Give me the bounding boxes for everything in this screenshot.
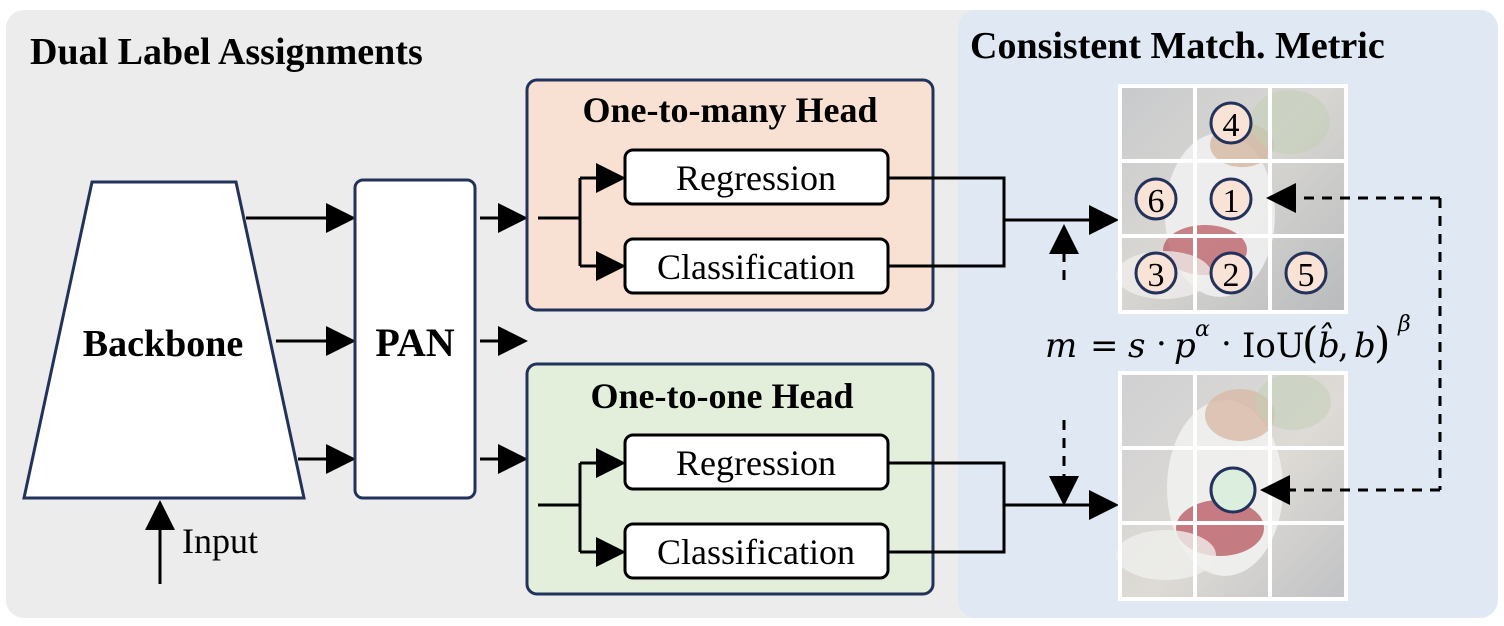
one-to-one-head-title: One-to-one Head — [591, 376, 854, 416]
pan-block — [353, 178, 477, 500]
backbone-block — [22, 180, 306, 500]
formula-left-paren: ( — [1302, 318, 1318, 367]
grid-marker-5-label: 5 — [1298, 257, 1315, 294]
one-to-one-output-connector — [888, 461, 1006, 554]
grid-marker-4-circle — [1209, 101, 1253, 145]
formula-dot-1: · — [1156, 324, 1167, 364]
one-to-one-classification-label: Classification — [657, 532, 855, 572]
grid-marker-1-circle — [1209, 177, 1253, 221]
formula-m: m — [1045, 326, 1077, 366]
bottom-assignment-image — [1116, 371, 1348, 601]
grid-marker-3-label: 3 — [1148, 257, 1165, 294]
grid-marker-6-circle — [1134, 177, 1178, 221]
formula-beta: β — [1397, 312, 1411, 337]
selected-match-marker — [1209, 466, 1257, 514]
grid-marker-2-circle — [1209, 251, 1253, 295]
one-to-many-classification-label: Classification — [657, 247, 855, 287]
one-to-many-regression-label: Regression — [676, 158, 836, 198]
formula-alpha: α — [1195, 317, 1210, 342]
right-panel-title: Consistent Match. Metric — [970, 25, 1385, 67]
top-grid-markers: 4 6 1 3 2 5 — [1134, 101, 1328, 295]
formula-p: p — [1174, 326, 1196, 366]
one-to-many-output-connector — [888, 176, 1006, 268]
grid-marker-6-label: 6 — [1148, 183, 1165, 220]
formula-iou: IoU — [1242, 326, 1305, 366]
pan-label: PAN — [375, 320, 454, 365]
input-label: Input — [182, 521, 258, 561]
backbone-label: Backbone — [83, 323, 243, 365]
one-to-many-head-title: One-to-many Head — [583, 90, 878, 130]
formula-equals: = — [1090, 326, 1119, 366]
formula-b: b — [1354, 326, 1376, 366]
grid-marker-5-circle — [1284, 251, 1328, 295]
formula-s: s — [1128, 326, 1145, 366]
grid-marker-1-label: 1 — [1223, 183, 1240, 220]
formula-comma: , — [1338, 326, 1349, 366]
grid-marker-4-label: 4 — [1223, 107, 1240, 144]
one-to-one-regression-label: Regression — [676, 443, 836, 483]
formula-bhat: b̂ — [1318, 323, 1340, 366]
formula-right-paren: ) — [1374, 318, 1390, 367]
grid-marker-2-label: 2 — [1223, 257, 1240, 294]
consistent-match-formula: m = s · p α · IoU ( b̂ , b ) β — [1045, 312, 1411, 367]
grid-marker-3-circle — [1134, 251, 1178, 295]
formula-dot-2: · — [1221, 324, 1232, 364]
left-panel-title: Dual Label Assignments — [30, 31, 423, 73]
